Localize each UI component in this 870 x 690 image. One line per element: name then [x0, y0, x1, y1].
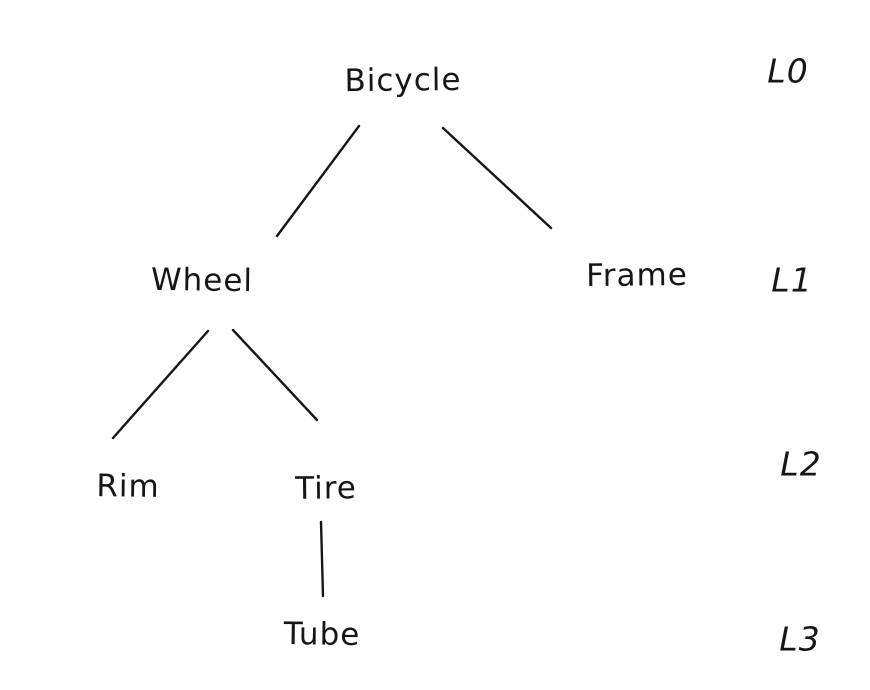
- level-label-l2: L2: [780, 444, 822, 484]
- node-frame: Frame: [586, 256, 688, 295]
- node-wheel: Wheel: [150, 261, 254, 300]
- node-bicycle: Bicycle: [344, 61, 462, 100]
- edge-bicycle-wheel: [275, 124, 361, 238]
- edge-tire-tube: [319, 520, 325, 598]
- level-label-l1: L1: [771, 260, 813, 300]
- level-label-l0: L0: [767, 51, 809, 91]
- node-rim: Rim: [96, 468, 160, 505]
- node-tire: Tire: [294, 470, 358, 507]
- edge-bicycle-frame: [441, 126, 553, 230]
- level-label-l3: L3: [779, 619, 821, 659]
- edge-wheel-tire: [231, 328, 319, 422]
- node-tube: Tube: [283, 616, 361, 653]
- edge-wheel-rim: [111, 329, 210, 440]
